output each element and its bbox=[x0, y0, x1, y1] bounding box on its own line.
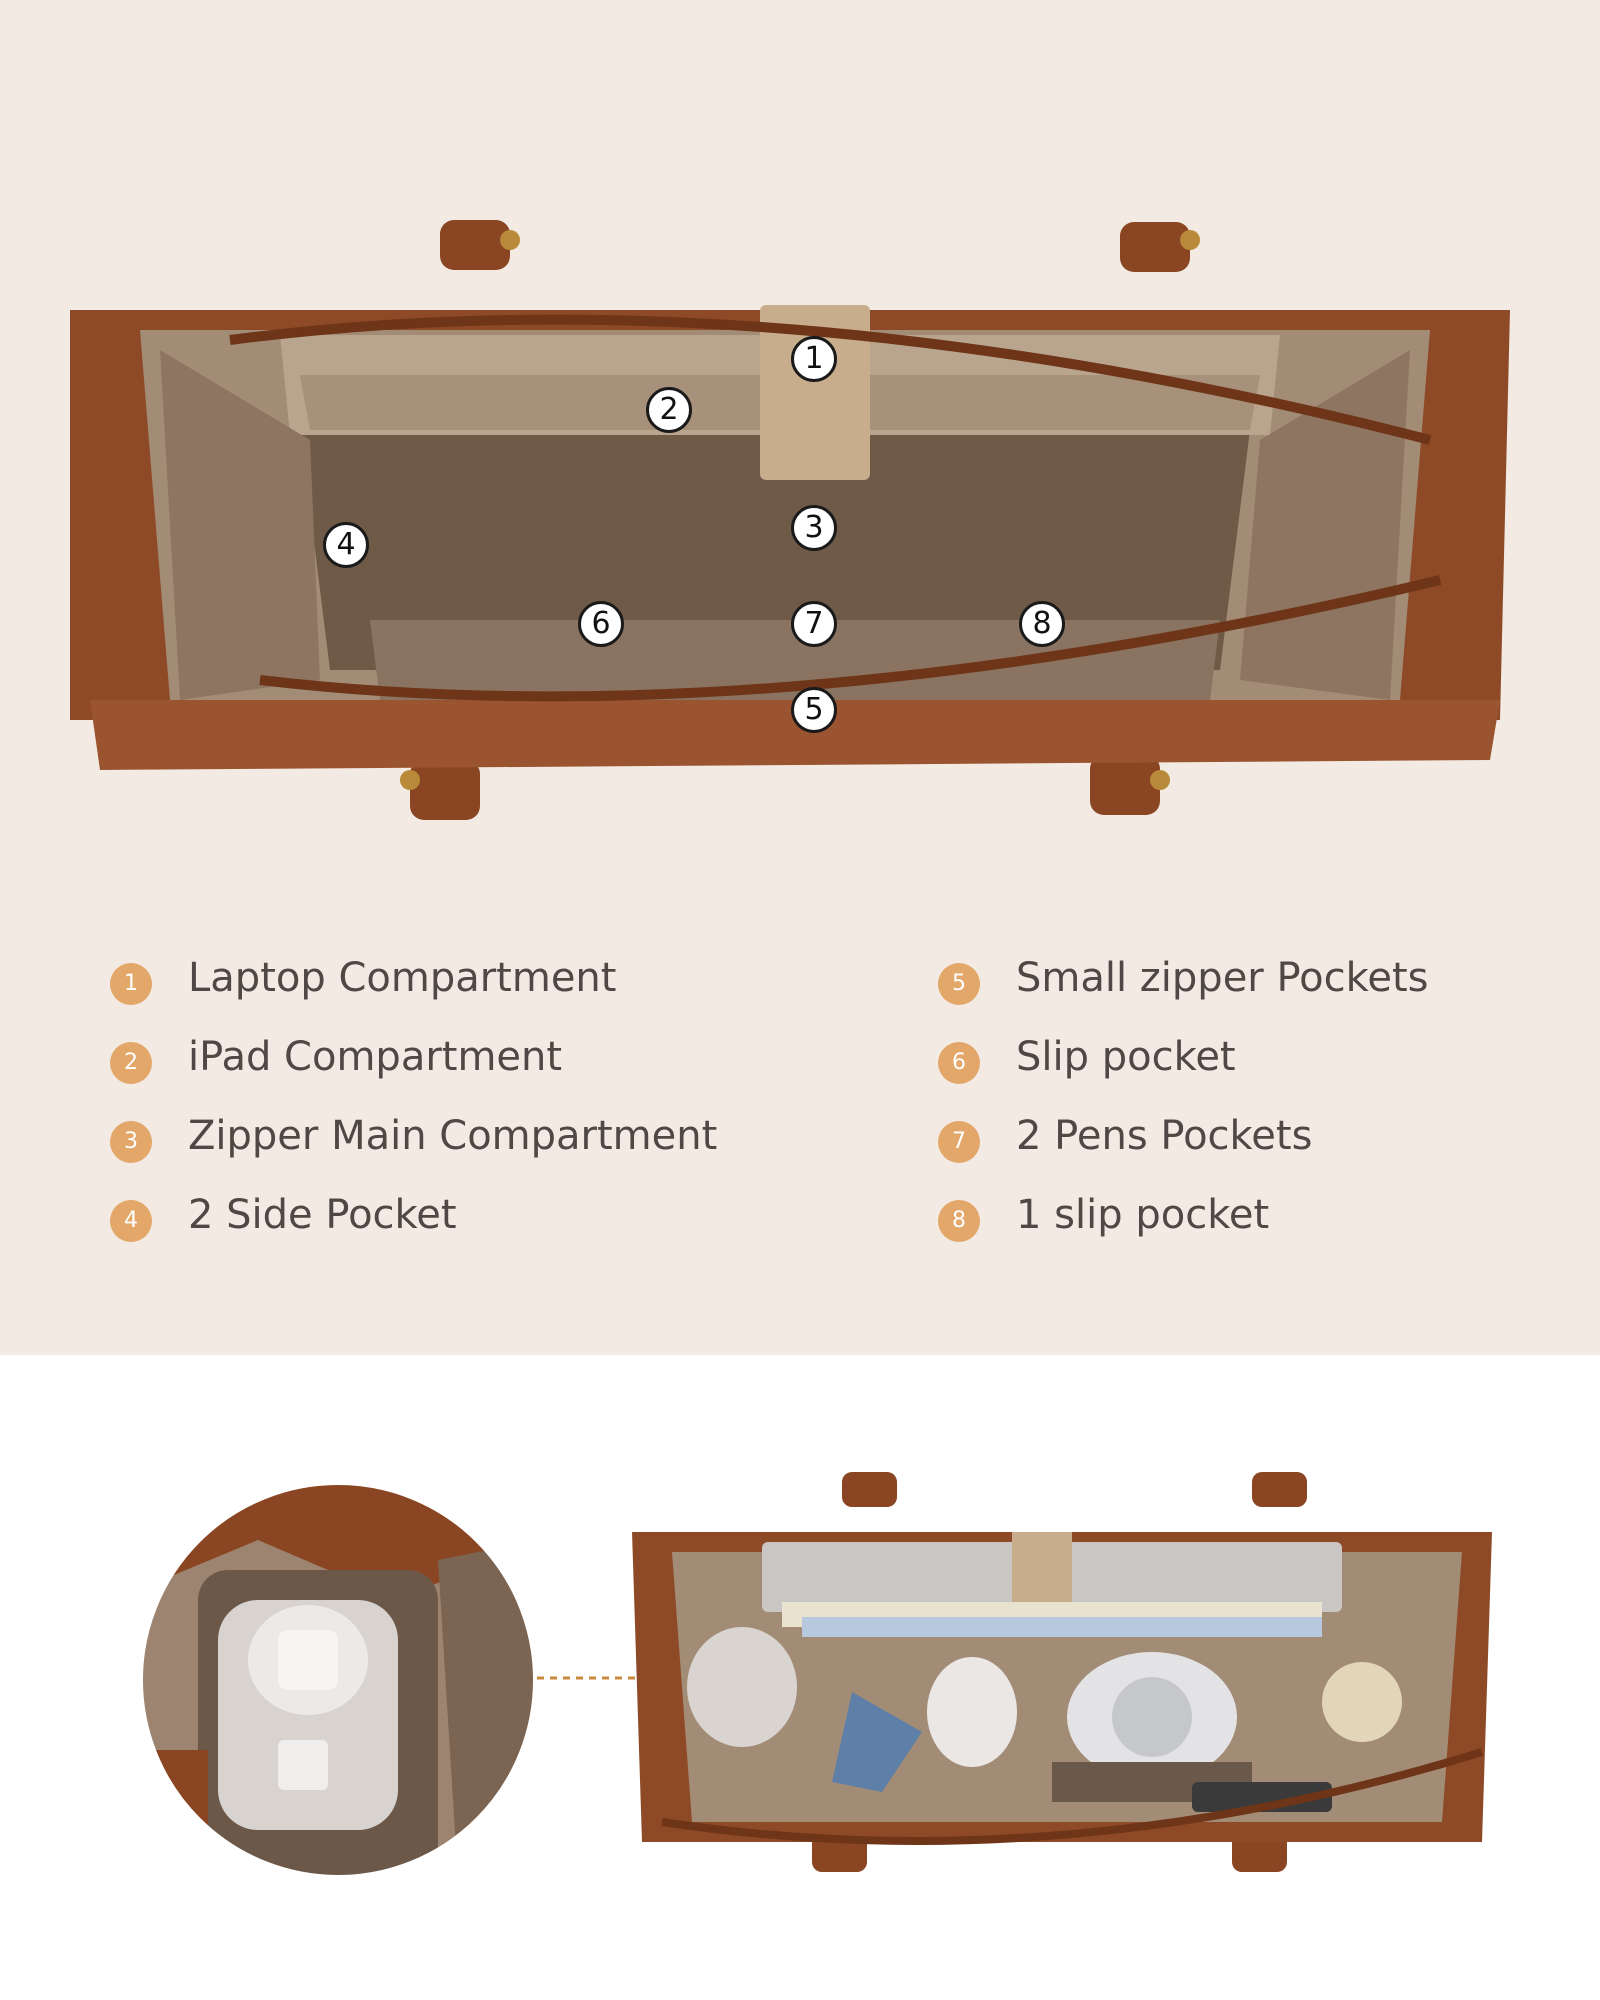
legend-item: 7 2 Pens Pockets bbox=[938, 1113, 1598, 1192]
legend-label: Zipper Main Compartment bbox=[188, 1113, 718, 1159]
legend-badge: 4 bbox=[110, 1200, 152, 1242]
legend-label: 2 Pens Pockets bbox=[1016, 1113, 1313, 1159]
photo-marker-7: 7 bbox=[791, 601, 837, 647]
legend-label: Slip pocket bbox=[1016, 1034, 1236, 1080]
compartment-legend: 1 Laptop Compartment 2 iPad Compartment … bbox=[110, 955, 1510, 1255]
legend-label: Small zipper Pockets bbox=[1016, 955, 1429, 1001]
photo-marker-8: 8 bbox=[1019, 601, 1065, 647]
legend-badge: 6 bbox=[938, 1042, 980, 1084]
legend-item: 6 Slip pocket bbox=[938, 1034, 1598, 1113]
bag-interior-photo bbox=[70, 220, 1510, 820]
photo-marker-6: 6 bbox=[578, 601, 624, 647]
legend-item: 2 iPad Compartment bbox=[110, 1034, 770, 1113]
legend-label: Laptop Compartment bbox=[188, 955, 617, 1001]
legend-item: 3 Zipper Main Compartment bbox=[110, 1113, 770, 1192]
bottle-side-pocket-zoom bbox=[139, 1481, 537, 1879]
legend-label: iPad Compartment bbox=[188, 1034, 563, 1080]
legend-label: 1 slip pocket bbox=[1016, 1192, 1270, 1238]
legend-column-right: 5 Small zipper Pockets 6 Slip pocket 7 2… bbox=[938, 955, 1598, 1271]
legend-item: 1 Laptop Compartment bbox=[110, 955, 770, 1034]
legend-badge: 2 bbox=[110, 1042, 152, 1084]
legend-badge: 5 bbox=[938, 963, 980, 1005]
legend-badge: 3 bbox=[110, 1121, 152, 1163]
legend-item: 5 Small zipper Pockets bbox=[938, 955, 1598, 1034]
legend-badge: 8 bbox=[938, 1200, 980, 1242]
photo-marker-3: 3 bbox=[791, 505, 837, 551]
legend-badge: 7 bbox=[938, 1121, 980, 1163]
legend-item: 8 1 slip pocket bbox=[938, 1192, 1598, 1271]
photo-marker-1: 1 bbox=[791, 336, 837, 382]
top-section: 1 2 3 4 5 6 7 8 1 Laptop Compartment 2 i… bbox=[0, 0, 1600, 1355]
photo-marker-5: 5 bbox=[791, 687, 837, 733]
packed-bag-photo bbox=[632, 1472, 1492, 1872]
legend-item: 4 2 Side Pocket bbox=[110, 1192, 770, 1271]
legend-label: 2 Side Pocket bbox=[188, 1192, 457, 1238]
legend-badge: 1 bbox=[110, 963, 152, 1005]
legend-column-left: 1 Laptop Compartment 2 iPad Compartment … bbox=[110, 955, 770, 1271]
photo-marker-2: 2 bbox=[646, 387, 692, 433]
photo-marker-4: 4 bbox=[323, 522, 369, 568]
